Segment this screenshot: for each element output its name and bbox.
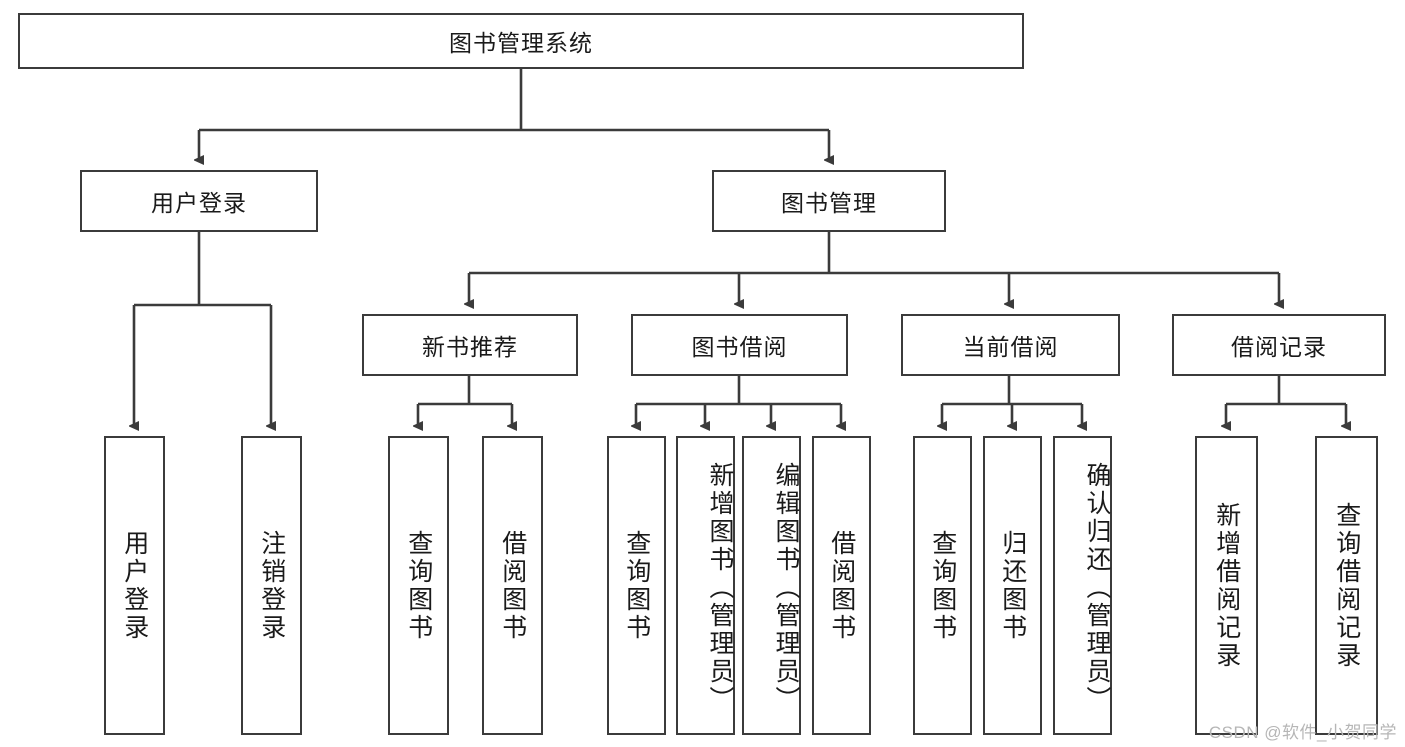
node-leaf-query-book-1-label: 查询图书 bbox=[404, 529, 433, 642]
node-book-management[interactable]: 图书管理 bbox=[712, 170, 946, 232]
node-leaf-borrow-book-2-label: 借阅图书 bbox=[827, 529, 856, 642]
node-leaf-user-login[interactable]: 用户登录 bbox=[104, 436, 165, 735]
node-book-borrow-label: 图书借阅 bbox=[691, 334, 788, 360]
node-leaf-query-book-2[interactable]: 查询图书 bbox=[607, 436, 666, 735]
node-leaf-add-borrow-record-label: 新增借阅记录 bbox=[1212, 501, 1241, 670]
node-leaf-query-book-1[interactable]: 查询图书 bbox=[388, 436, 449, 735]
watermark: CSDN @软件_小贺同学 bbox=[1208, 723, 1397, 742]
node-leaf-logout-login-label: 注销登录 bbox=[257, 529, 286, 642]
node-leaf-edit-book[interactable]: 编辑图书（管理员） bbox=[742, 436, 801, 735]
node-leaf-return-book[interactable]: 归还图书 bbox=[983, 436, 1042, 735]
node-leaf-borrow-book-1[interactable]: 借阅图书 bbox=[482, 436, 543, 735]
node-leaf-return-book-label: 归还图书 bbox=[998, 529, 1027, 642]
node-leaf-confirm-return-label: 确认归还（管理员） bbox=[1083, 461, 1111, 714]
node-current-borrow-label: 当前借阅 bbox=[962, 334, 1059, 360]
node-leaf-borrow-book-1-label: 借阅图书 bbox=[498, 529, 527, 642]
node-leaf-borrow-book-2[interactable]: 借阅图书 bbox=[812, 436, 871, 735]
node-leaf-query-borrow-record[interactable]: 查询借阅记录 bbox=[1315, 436, 1378, 735]
node-leaf-add-book[interactable]: 新增图书（管理员） bbox=[676, 436, 735, 735]
node-leaf-edit-book-label: 编辑图书（管理员） bbox=[772, 461, 800, 714]
node-leaf-user-login-label: 用户登录 bbox=[120, 529, 149, 642]
node-current-borrow[interactable]: 当前借阅 bbox=[901, 314, 1120, 376]
node-book-management-label: 图书管理 bbox=[781, 190, 877, 216]
node-leaf-query-borrow-record-label: 查询借阅记录 bbox=[1332, 501, 1361, 670]
node-leaf-logout-login[interactable]: 注销登录 bbox=[241, 436, 302, 735]
node-leaf-query-book-2-label: 查询图书 bbox=[622, 529, 651, 642]
node-leaf-query-book-3-label: 查询图书 bbox=[928, 529, 957, 642]
node-user-login[interactable]: 用户登录 bbox=[80, 170, 318, 232]
node-borrow-record-label: 借阅记录 bbox=[1231, 334, 1327, 360]
node-new-book-recommend[interactable]: 新书推荐 bbox=[362, 314, 578, 376]
node-root[interactable]: 图书管理系统 bbox=[18, 13, 1024, 69]
node-root-label: 图书管理系统 bbox=[449, 30, 593, 56]
node-borrow-record[interactable]: 借阅记录 bbox=[1172, 314, 1386, 376]
node-book-borrow[interactable]: 图书借阅 bbox=[631, 314, 848, 376]
node-leaf-confirm-return[interactable]: 确认归还（管理员） bbox=[1053, 436, 1112, 735]
node-new-book-recommend-label: 新书推荐 bbox=[422, 334, 518, 360]
node-user-login-label: 用户登录 bbox=[151, 190, 247, 216]
node-leaf-query-book-3[interactable]: 查询图书 bbox=[913, 436, 972, 735]
node-leaf-add-book-label: 新增图书（管理员） bbox=[706, 461, 734, 714]
node-leaf-add-borrow-record[interactable]: 新增借阅记录 bbox=[1195, 436, 1258, 735]
